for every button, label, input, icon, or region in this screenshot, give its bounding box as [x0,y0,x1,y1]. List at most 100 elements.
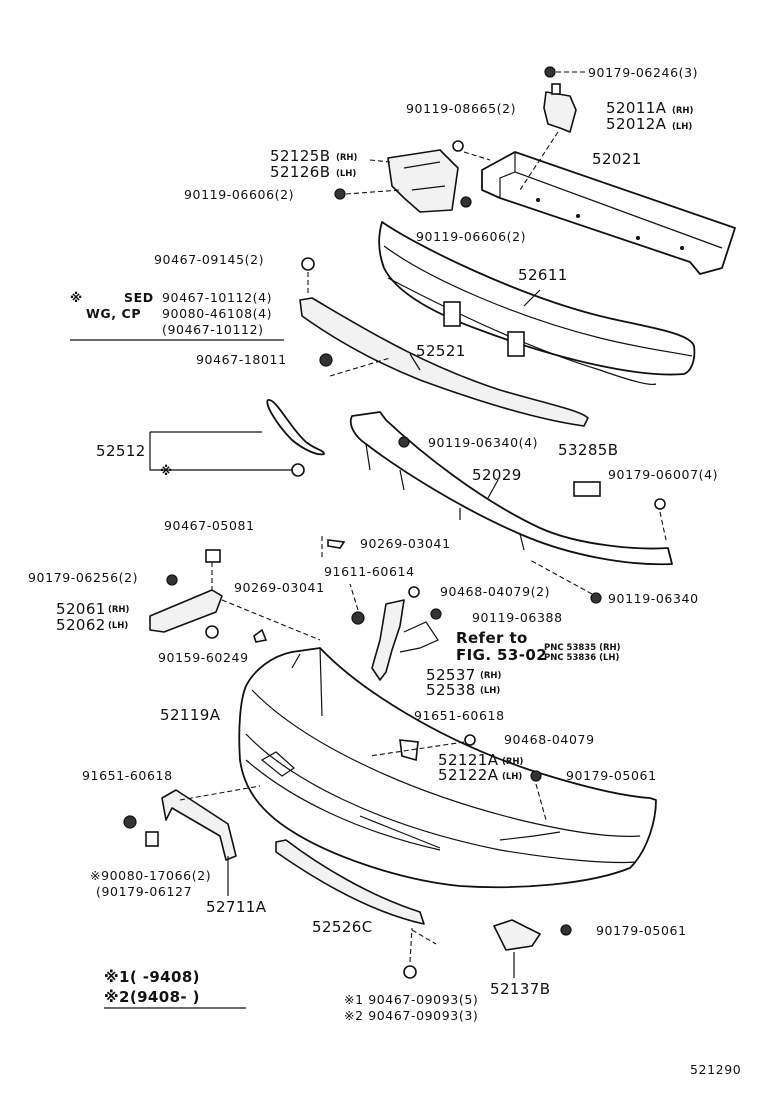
label-52526c: 52526C [312,918,373,936]
label-wgcp: WG, CP [86,306,141,321]
bracket-52137b [493,919,541,951]
label-90179-05061a: 90179-05061 [566,768,657,783]
lower-strip-52526c [275,839,425,925]
label-90080-46108: 90080-46108(4) [162,306,272,321]
clip-90468-04079b [464,734,476,746]
label-90467-09145: 90467-09145(2) [154,252,264,267]
nut-90179-05061a [530,770,542,782]
retainer-52521 [299,297,589,427]
label-90119-06340a: 90119-06340(4) [428,435,538,450]
clip-90269-03041b [253,628,268,643]
label-52122a: 52122A [438,766,499,784]
label-90467-09093b: ※2 90467-09093(3) [344,1008,478,1023]
label-52061-rh: (RH) [108,605,130,615]
label-90467-05081: 90467-05081 [164,518,255,533]
label-52121a: 52121A [438,751,499,769]
label-90119-06340b: 90119-06340 [608,591,699,606]
label-90119-06388: 90119-06388 [472,610,563,625]
clip-90467-18011 [319,353,333,367]
label-star-sed: ※ [70,290,83,305]
bracket-52537 [371,599,405,681]
label-91611-60614: 91611-60614 [324,564,415,579]
label-52125b-rh: (RH) [336,153,358,163]
bolt-90119-06606a [334,188,346,200]
label-90119-08665: 90119-08665(2) [406,101,516,116]
clip-90468-04079a [408,586,420,598]
clip-90467-09093 [403,965,417,979]
label-sed: SED [124,290,154,305]
clip-52512 [291,463,305,477]
label-52011a: 52011A [606,99,667,117]
label-pnc-rh: PNC 53835 (RH) [544,643,621,653]
arm-bracket-52011a [543,91,577,133]
legend-2: ※2(9408- ) [104,988,200,1006]
label-90269-03041a: 90269-03041 [360,536,451,551]
label-52537: 52537 [426,666,476,684]
label-90119-06606b: 90119-06606(2) [416,229,526,244]
label-52521: 52521 [416,342,466,360]
bumper-reinforcement-52021 [481,151,736,275]
label-52125b: 52125B [270,147,330,165]
bolt-90119-06340b [590,592,602,604]
label-52538: 52538 [426,681,476,699]
label-91651-60618b: 91651-60618 [82,768,173,783]
support-52029 [349,411,673,566]
label-52126b-lh: (LH) [336,169,356,179]
label-90468-04079a: 90468-04079(2) [440,584,550,599]
label-52611: 52611 [518,266,568,284]
bolt-90119-08665 [452,140,464,152]
label-52011a-rh: (RH) [672,106,694,116]
retainer-52711a [161,789,237,861]
label-90179-06256: 90179-06256(2) [28,570,138,585]
energy-absorber-52611 [378,221,696,376]
label-52126b: 52126B [270,163,330,181]
label-90467-10112: 90467-10112(4) [162,290,272,305]
label-52061: 52061 [56,600,106,618]
label-53285b: 53285B [558,441,618,459]
label-star-52512: ※ [160,463,173,478]
clip-90080-17066 [145,831,159,847]
label-90119-06606a: 90119-06606(2) [184,187,294,202]
bracket-53285b [573,481,601,497]
label-90468-04079b: 90468-04079 [504,732,595,747]
label-90467-10112p: (90467-10112) [162,322,264,337]
nut-91611-60614 [351,611,365,625]
legend-1: ※1( -9408) [104,968,200,986]
figure-number: 521290 [690,1062,741,1077]
label-90159-60249: 90159-60249 [158,650,249,665]
label-52137b: 52137B [490,980,550,998]
label-52121a-rh: (RH) [502,757,524,767]
label-52012a-lh: (LH) [672,122,692,132]
label-90269-03041b: 90269-03041 [234,580,325,595]
label-90467-18011: 90467-18011 [196,352,287,367]
label-52119a: 52119A [160,706,221,724]
nut-90179-05061b [560,924,572,936]
label-52512: 52512 [96,442,146,460]
bolt-90119-06606b [460,196,472,208]
nut-90179-06256 [166,574,178,586]
label-90179-06007: 90179-06007(4) [608,467,718,482]
bolt-90119-06388 [430,608,442,620]
clip-90269-03041a [327,539,346,549]
label-52537-rh: (RH) [480,671,502,681]
label-52122a-lh: (LH) [502,772,522,782]
label-52021: 52021 [592,150,642,168]
label-90080-17066: ※90080-17066(2) [90,868,211,883]
retainer-52121a [399,739,419,762]
bolt-91651-60618b [123,815,137,829]
label-90179-05061b: 90179-05061 [596,923,687,938]
label-52711a: 52711A [206,898,267,916]
clip-90159-60249 [205,625,219,639]
label-52012a: 52012A [606,115,667,133]
label-refer-to: Refer to [456,629,528,647]
clip-90467-09145 [301,257,315,271]
seal-52512 [266,399,325,456]
label-pnc-lh: PNC 53836 (LH) [544,653,619,663]
label-90179-06127: (90179-06127 [96,884,192,899]
label-fig: FIG. 53-02 [456,646,547,664]
label-52029: 52029 [472,466,522,484]
label-90467-09093a: ※1 90467-09093(5) [344,992,478,1007]
bolt-90119-06340a [398,436,410,448]
clip-90467-05081 [205,549,221,563]
